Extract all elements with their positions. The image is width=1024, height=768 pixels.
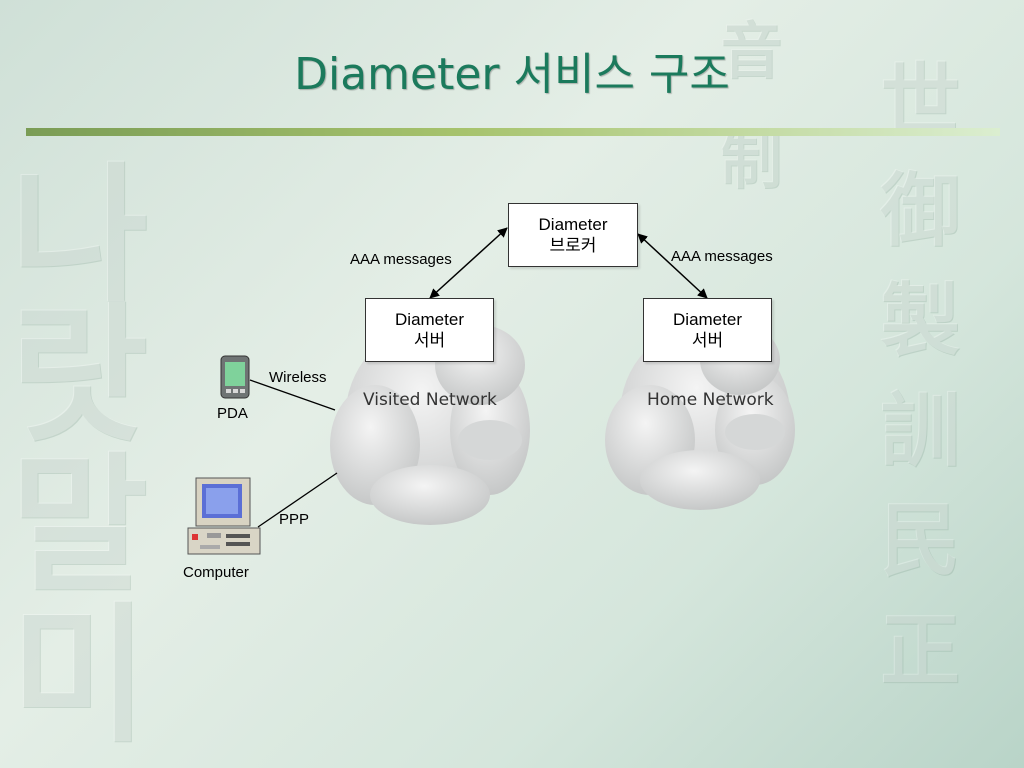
computer-icon — [187, 477, 261, 555]
home-network-label: Home Network — [647, 390, 774, 410]
visited-server-label-line1: Diameter — [395, 309, 464, 329]
computer-label: Computer — [183, 564, 249, 581]
home-diameter-server-node: Diameter 서버 — [643, 298, 772, 362]
visited-network-label: Visited Network — [363, 390, 497, 410]
edge-label-ppp: PPP — [279, 511, 310, 528]
edge-label-aaa-right: AAA messages — [671, 248, 773, 265]
broker-label-line1: Diameter — [538, 214, 608, 234]
visited-diameter-server-node: Diameter 서버 — [365, 298, 494, 362]
slide-title: Diameter 서비스 구조 — [294, 49, 730, 100]
wireless-link-line — [249, 379, 336, 411]
title-divider — [26, 128, 1000, 136]
diameter-broker-node: Diameter 브로커 — [508, 203, 638, 267]
edge-label-wireless: Wireless — [269, 369, 327, 386]
visited-network-cloud — [330, 325, 530, 525]
arrow-visited-broker — [429, 227, 508, 299]
arrow-home-broker — [637, 233, 708, 299]
ppp-link-line — [257, 472, 338, 528]
visited-server-label-line2: 서버 — [413, 331, 446, 350]
pda-label: PDA — [217, 405, 248, 422]
pda-icon — [220, 355, 250, 399]
broker-label-line2: 브로커 — [549, 236, 597, 255]
home-server-label-line2: 서버 — [691, 331, 724, 350]
home-server-label-line1: Diameter — [673, 309, 742, 329]
edge-label-aaa-left: AAA messages — [350, 251, 452, 268]
